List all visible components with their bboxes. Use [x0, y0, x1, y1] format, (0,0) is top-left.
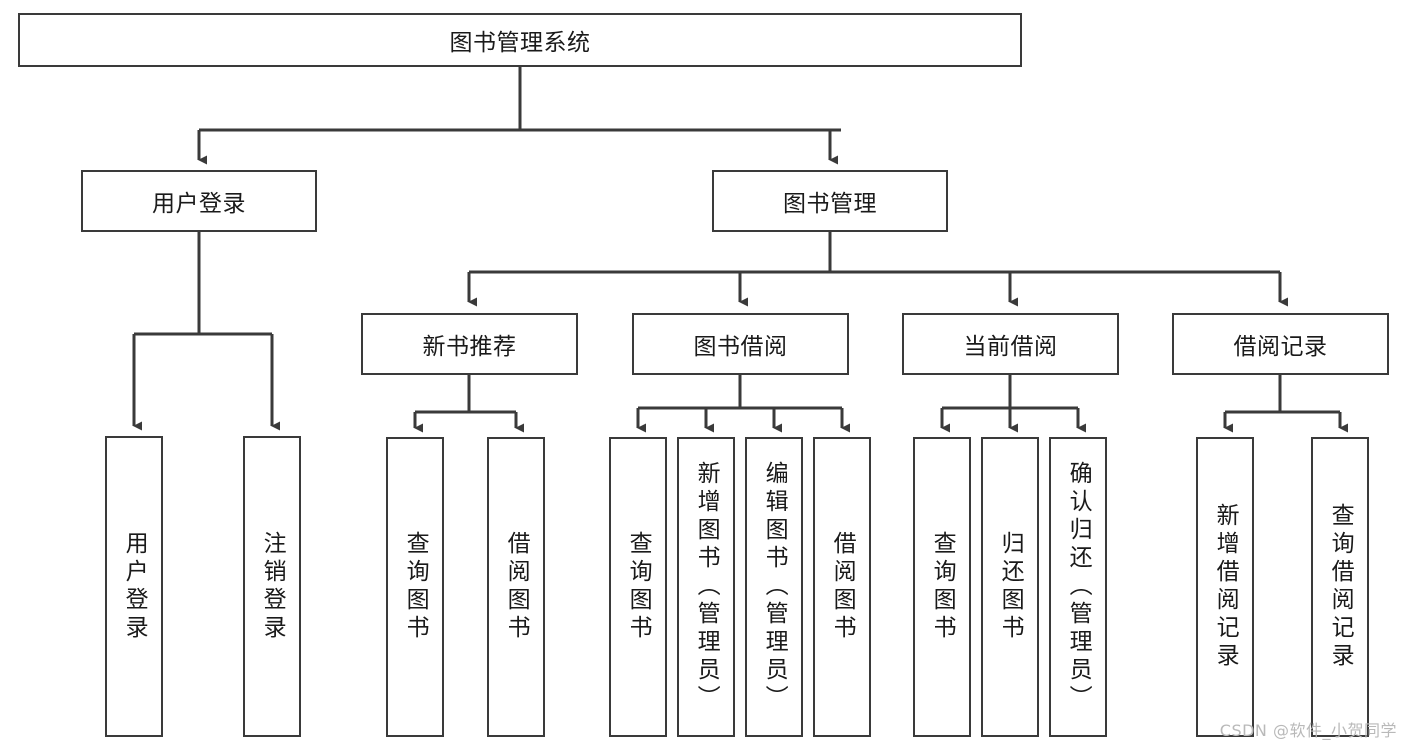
node-book-manage[interactable]: 图书管理 [712, 170, 948, 232]
node-leaf-query-book-1[interactable]: 查询图书 [386, 437, 444, 737]
node-leaf-add-book[interactable]: 新增图书（管理员） [677, 437, 735, 737]
node-leaf-borrow-book-2[interactable]: 借阅图书 [813, 437, 871, 737]
node-root[interactable]: 图书管理系统 [18, 13, 1022, 67]
node-leaf-query-book-3[interactable]: 查询图书 [913, 437, 971, 737]
node-current-borrow[interactable]: 当前借阅 [902, 313, 1119, 375]
node-leaf-edit-book[interactable]: 编辑图书（管理员） [745, 437, 803, 737]
node-leaf-borrow-book-1-label: 借阅图书 [503, 531, 530, 643]
node-leaf-user-login-label: 用户登录 [121, 530, 148, 643]
watermark-text: CSDN @软件_小贺同学 [1219, 721, 1397, 740]
node-leaf-return-book-label: 归还图书 [997, 531, 1024, 643]
node-leaf-confirm-return-label: 确认归还（管理员） [1065, 461, 1092, 713]
node-leaf-confirm-return[interactable]: 确认归还（管理员） [1049, 437, 1107, 737]
node-leaf-add-book-label: 新增图书（管理员） [693, 461, 720, 713]
node-book-manage-label: 图书管理 [783, 191, 877, 217]
node-leaf-logout-login[interactable]: 注销登录 [243, 436, 301, 737]
node-root-label: 图书管理系统 [449, 30, 591, 56]
node-leaf-query-book-3-label: 查询图书 [929, 531, 956, 643]
node-leaf-query-book-1-label: 查询图书 [402, 531, 429, 643]
node-leaf-return-book[interactable]: 归还图书 [981, 437, 1039, 737]
node-leaf-edit-book-label: 编辑图书（管理员） [761, 461, 788, 713]
node-leaf-borrow-book-1[interactable]: 借阅图书 [487, 437, 545, 737]
node-leaf-query-record[interactable]: 查询借阅记录 [1311, 437, 1369, 737]
node-leaf-borrow-book-2-label: 借阅图书 [829, 531, 856, 643]
node-leaf-user-login[interactable]: 用户登录 [105, 436, 163, 737]
node-new-book-recommend[interactable]: 新书推荐 [361, 313, 578, 375]
node-leaf-query-book-2[interactable]: 查询图书 [609, 437, 667, 737]
node-user-login-label: 用户登录 [152, 191, 246, 217]
node-user-login[interactable]: 用户登录 [81, 170, 317, 232]
node-leaf-query-book-2-label: 查询图书 [625, 531, 652, 643]
node-leaf-add-record[interactable]: 新增借阅记录 [1196, 437, 1254, 737]
node-leaf-add-record-label: 新增借阅记录 [1212, 503, 1239, 671]
node-borrow-record-label: 借阅记录 [1233, 334, 1328, 360]
node-book-borrow-label: 图书借阅 [693, 334, 788, 360]
node-current-borrow-label: 当前借阅 [963, 334, 1058, 360]
node-borrow-record[interactable]: 借阅记录 [1172, 313, 1389, 375]
node-leaf-query-record-label: 查询借阅记录 [1327, 503, 1354, 671]
node-leaf-logout-login-label: 注销登录 [259, 530, 286, 643]
node-new-book-recommend-label: 新书推荐 [422, 334, 517, 360]
node-book-borrow[interactable]: 图书借阅 [632, 313, 849, 375]
